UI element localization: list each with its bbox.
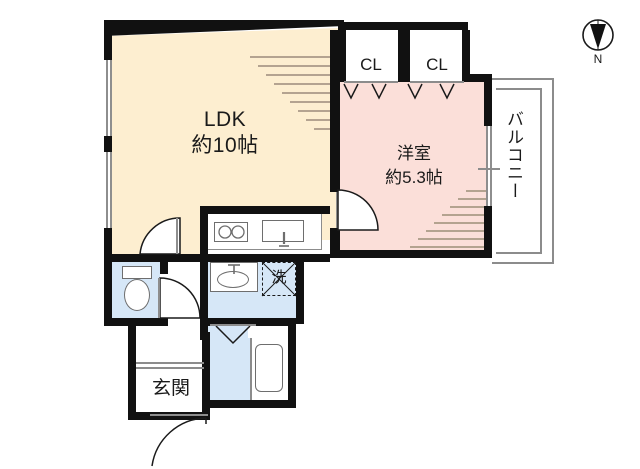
toilet-bowl	[124, 279, 150, 311]
entrance-step-line-2	[136, 367, 204, 369]
entrance-door-leaf	[150, 414, 208, 416]
closet-label-right: CL	[426, 55, 448, 74]
kitchen-faucet-icon	[279, 232, 289, 247]
wall-toilet-right	[160, 262, 168, 274]
bedroom-door-swing	[337, 189, 379, 231]
washer-space-box	[262, 262, 296, 296]
room-balcony-fill	[492, 80, 544, 260]
wall-ldk-left-upper	[104, 28, 112, 60]
wall-washroom-top	[208, 254, 304, 262]
balcony-inner-outline-bottom	[496, 252, 542, 254]
wall-closet-right-end	[462, 30, 470, 82]
balcony-inner-outline-top	[496, 88, 542, 90]
washer-space-label: 洗	[271, 269, 287, 286]
closet-right-door-markers	[407, 83, 455, 100]
stove-burner-icons	[218, 225, 245, 239]
wall-bath-bottom	[210, 400, 296, 408]
wall-ldk-bottom-kitchen	[200, 206, 330, 214]
room-entrance-fill	[136, 330, 208, 416]
wall-closet-left-end	[338, 30, 346, 82]
bath-door-marker	[215, 325, 251, 345]
bath-door-frame	[210, 324, 256, 326]
balcony-inner-outline-right	[540, 88, 542, 254]
closet-right-front-line	[410, 81, 464, 83]
room-label-bedroom-line1: 洋室	[397, 144, 431, 163]
wall-bedroom-bottom	[330, 250, 492, 258]
wall-entrance-left	[128, 326, 136, 420]
wall-kitchen-left	[200, 206, 208, 262]
wall-entrance-right	[202, 332, 210, 420]
window-ldk-upper-b	[110, 60, 112, 136]
wall-bedroom-right-lower	[484, 206, 492, 258]
room-label-ldk-line2: 約10帖	[191, 134, 259, 157]
entrance-step-line	[136, 362, 204, 364]
wall-washroom-right	[296, 262, 304, 324]
balcony-outer-outline-top	[492, 78, 554, 80]
washer-space-cross	[261, 261, 297, 297]
closet-right-fill	[410, 50, 464, 82]
bath-partition-line	[250, 338, 252, 400]
wall-closet-bottom-band	[464, 74, 492, 82]
wall-ldk-bedroom-lower	[330, 228, 340, 254]
room-ldk-fill	[110, 28, 338, 240]
closet-left-door-markers	[343, 83, 387, 100]
washbasin-bowl	[217, 271, 249, 288]
wall-ldk-left-lower	[104, 228, 112, 266]
toilet-door-frame	[158, 278, 160, 318]
room-label-ldk-line1: LDK	[203, 108, 247, 131]
room-label-balcony: バルコニー	[504, 110, 523, 200]
window-bedroom-balcony-a	[486, 126, 488, 206]
wall-ldk-bedroom-upper	[330, 30, 340, 192]
toilet-tank	[122, 266, 152, 279]
toilet-door-swing	[159, 277, 201, 319]
wall-hall-right	[200, 262, 208, 340]
closet-left-front-line	[344, 81, 398, 83]
wall-ldk-left-mid	[104, 136, 112, 152]
bathtub	[255, 344, 283, 392]
compass-north-label: N	[593, 52, 603, 66]
balcony-outer-outline-right	[552, 78, 554, 264]
window-ldk-lower-b	[110, 152, 112, 228]
room-label-bedroom-line2: 約5.3帖	[385, 168, 443, 187]
wall-toilet-left	[104, 262, 112, 326]
wall-bedroom-right	[484, 82, 492, 126]
wall-entrance-bottom	[128, 412, 210, 420]
bathroom-fill	[208, 338, 250, 400]
ldk-door-swing	[139, 217, 181, 255]
closet-label-left: CL	[360, 55, 382, 74]
wall-bath-right	[288, 326, 296, 408]
closet-left-fill	[344, 50, 398, 82]
compass-rose: N	[578, 18, 618, 66]
washbasin-faucet-icon	[228, 264, 240, 274]
wall-toilet-bottom	[104, 318, 168, 326]
window-bedroom-balcony-b	[490, 126, 492, 206]
wall-washroom-bottom	[208, 318, 296, 326]
balcony-door-marker	[478, 168, 500, 170]
entrance-door-swing	[151, 417, 207, 467]
ldk-door-frame	[176, 218, 178, 254]
room-label-entrance: 玄関	[151, 378, 190, 399]
bedroom-door-frame	[336, 192, 338, 228]
window-ldk-lower	[106, 152, 108, 228]
wall-top-closets	[338, 22, 468, 30]
wall-closet-divider	[398, 30, 410, 82]
balcony-outer-outline-bottom	[492, 262, 554, 264]
window-ldk-upper	[106, 60, 108, 136]
wall-ldk-bottom-left	[104, 254, 208, 262]
